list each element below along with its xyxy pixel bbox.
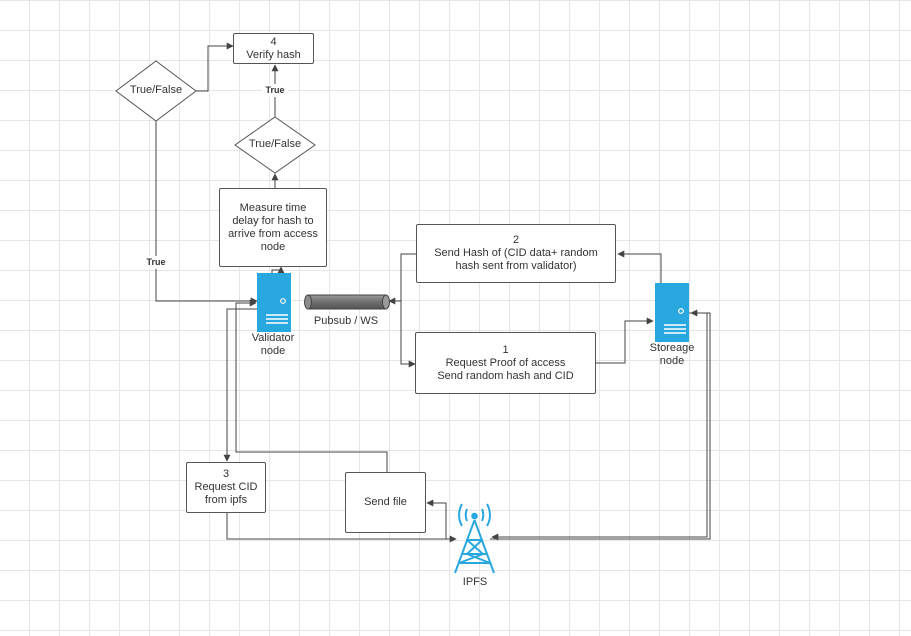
box-label: Send file [364,496,407,508]
storage-node-label: Storeage node [649,342,695,367]
send-hash-box: 2 Send Hash of (CID data+ random hash se… [416,224,616,283]
box-label: Verify hash [246,48,301,61]
decision-top-diamond [234,116,316,174]
edge-validator-to-requestcid [223,308,257,462]
server-icon [257,273,291,332]
box-label: Send Hash of (CID data+ random hash sent… [434,247,598,272]
validator-node-label: Validator node [251,332,295,357]
true-edge-label-top: True [262,84,288,97]
decision-top-label: True/False [248,138,302,150]
pipe-cylinder-icon [304,294,390,310]
edge-sendhash-to-pubsub [388,253,416,305]
true-edge-label-left: True [143,256,169,269]
edge-storage-to-ipfs [491,312,708,541]
edge-pubsub-to-request [386,300,416,368]
step-number: 2 [512,234,520,246]
decision-left-diamond [115,60,197,122]
edge-requestcid-to-ipfs [226,513,457,543]
radio-tower-icon [454,503,495,574]
server-icon [655,283,689,342]
ipfs-label: IPFS [462,576,488,588]
verify-hash-box: 4 Verify hash [233,33,314,64]
measure-delay-box: Measure time delay for hash to arrive fr… [219,188,327,267]
decision-left-label: True/False [129,84,183,96]
box-label: Request Proof of access Send random hash… [437,356,574,382]
step-number: 1 [502,343,509,356]
step-number: 4 [270,35,277,48]
edge-decision-to-verify [196,42,234,92]
box-label: Measure time delay for hash to arrive fr… [228,201,318,253]
pubsub-label: Pubsub / WS [313,315,379,327]
request-proof-box: 1 Request Proof of access Send random ha… [415,332,596,394]
edge-sendfile-to-validator [235,299,388,472]
box-label: Request CID from ipfs [194,481,258,506]
edge-ipfs-to-sendfile [426,499,447,539]
step-number: 3 [222,468,230,480]
edge-true-to-validator [155,121,258,305]
request-cid-box: 3 Request CID from ipfs [186,462,266,513]
send-file-box: Send file [345,472,426,533]
edge-storage-to-sendhash [617,250,662,283]
edge-request-to-storage [596,317,654,364]
